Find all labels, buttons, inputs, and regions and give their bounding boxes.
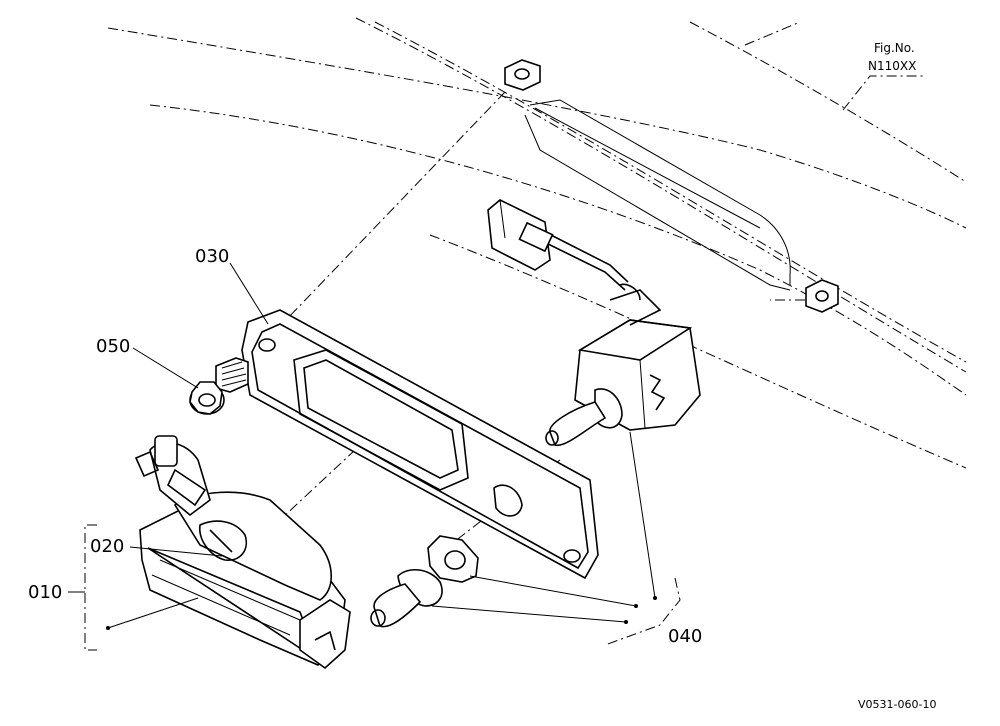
switch-nut [427,535,479,583]
nut-right [805,279,839,313]
leader-lines [68,262,681,651]
license-lamp-assembly [134,435,351,670]
callout-050: 050 [96,336,130,357]
mounting-pocket [524,99,791,291]
callout-020: 020 [90,536,124,557]
reference-code: V0531-060-10 [858,698,936,711]
figure-label: Fig.No. [874,41,915,55]
nut-upper [504,59,541,91]
callout-010: 010 [28,582,62,603]
toggle-switch [487,199,701,446]
body-panel-outline [107,17,967,469]
callout-040: 040 [668,626,702,647]
callout-030: 030 [195,246,229,267]
switch-boot [370,569,443,628]
flange-bolt [189,357,249,415]
gasket-plate [241,309,599,580]
figure-number: N110XX [868,59,916,73]
